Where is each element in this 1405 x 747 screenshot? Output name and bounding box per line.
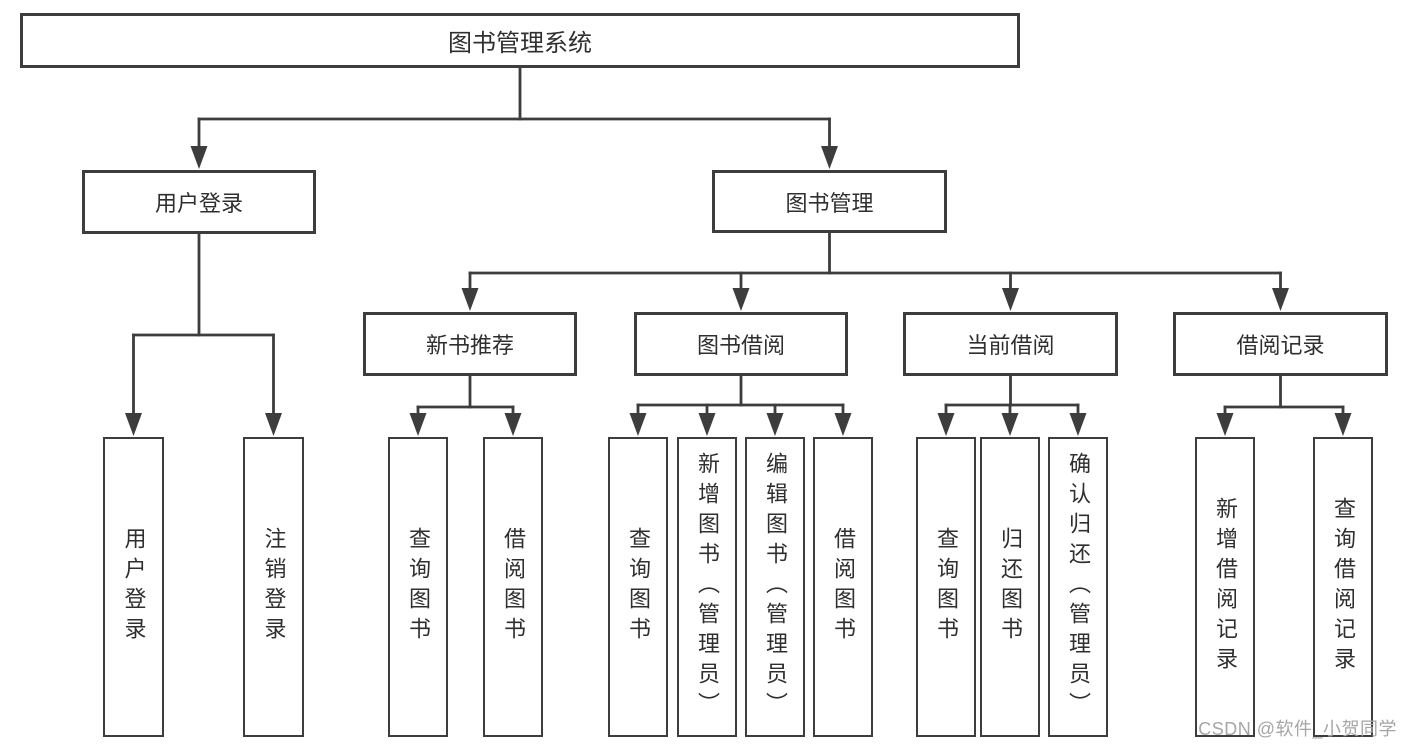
node-bb-query: 查询图书 — [608, 437, 668, 737]
node-login: 用户登录 — [103, 437, 164, 737]
node-current-borrow: 当前借阅 — [903, 312, 1118, 376]
node-book-borrow: 图书借阅 — [634, 312, 848, 376]
node-br-query: 查询借阅记录 — [1313, 437, 1373, 737]
node-root: 图书管理系统 — [20, 13, 1020, 68]
node-logout: 注销登录 — [243, 437, 304, 737]
node-cb-confirm: 确认归还（管理员） — [1048, 437, 1108, 737]
node-nb-query: 查询图书 — [388, 437, 448, 737]
node-new-books: 新书推荐 — [363, 312, 577, 376]
node-nb-borrow: 借阅图书 — [483, 437, 543, 737]
node-borrow-records: 借阅记录 — [1173, 312, 1388, 376]
node-book-mgmt: 图书管理 — [712, 170, 947, 233]
node-user-login: 用户登录 — [82, 170, 316, 234]
node-bb-borrow: 借阅图书 — [813, 437, 873, 737]
node-cb-query: 查询图书 — [916, 437, 976, 737]
node-bb-add: 新增图书（管理员） — [677, 437, 737, 737]
node-cb-return: 归还图书 — [980, 437, 1040, 737]
node-bb-edit: 编辑图书（管理员） — [745, 437, 805, 737]
watermark: CSDN @软件_小贺同学 — [1198, 719, 1397, 739]
node-br-add: 新增借阅记录 — [1195, 437, 1255, 737]
